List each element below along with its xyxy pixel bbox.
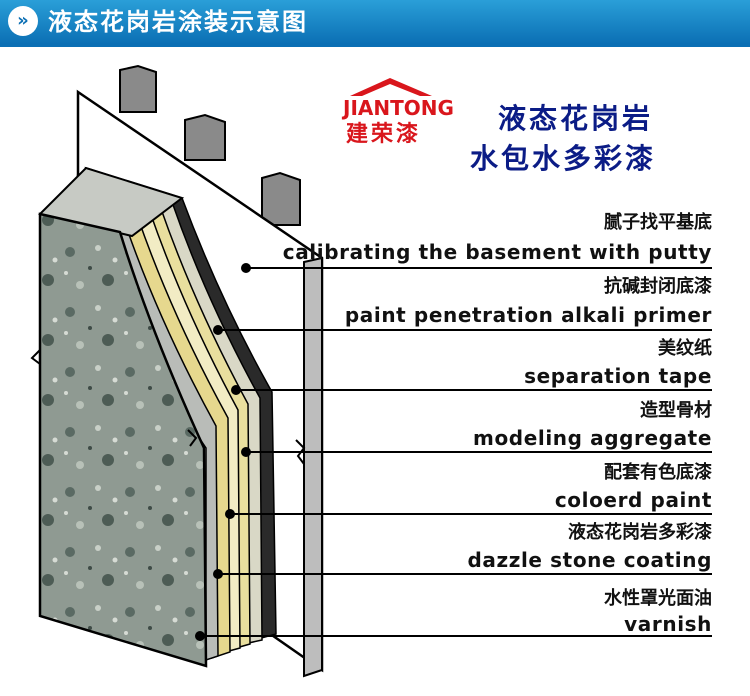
layer-3-cn: 美纹纸 <box>658 338 712 359</box>
layer-4-en: modeling aggregate <box>473 426 712 450</box>
base-wall-edge <box>303 256 323 678</box>
title-underline <box>0 44 750 47</box>
layer-3-en: separation tape <box>524 364 712 388</box>
double-chevron-right-icon: » <box>8 6 38 36</box>
layer-7-cn: 水性罩光面油 <box>604 588 712 609</box>
layer-7-en: varnish <box>624 612 712 636</box>
layer-5-en: coloerd paint <box>554 488 712 512</box>
roof-icon <box>350 78 432 96</box>
page-title: 液态花岗岩涂装示意图 <box>48 8 308 36</box>
layer-6-cn: 液态花岗岩多彩漆 <box>568 522 712 543</box>
leader-lines <box>195 263 712 641</box>
layer-2-cn: 抗碱封闭底漆 <box>604 276 712 297</box>
layer-1-en: calibrating the basement with putty <box>282 240 712 264</box>
layer-6-en: dazzle stone coating <box>467 548 712 572</box>
brand-name-cn: 建荣漆 <box>346 122 422 147</box>
layer-1-cn: 腻子找平基底 <box>604 212 712 233</box>
title-bar: » 液态花岗岩涂装示意图 <box>0 0 750 44</box>
layer-4-cn: 造型骨材 <box>640 400 712 421</box>
product-title-line1: 液态花岗岩 <box>498 102 654 135</box>
granite-front-face <box>38 212 208 668</box>
product-title-line2: 水包水多彩漆 <box>470 142 657 175</box>
layer-5-cn: 配套有色底漆 <box>604 462 712 483</box>
brand-name-en: JIANTONG <box>343 96 454 120</box>
layer-2-en: paint penetration alkali primer <box>344 303 712 327</box>
